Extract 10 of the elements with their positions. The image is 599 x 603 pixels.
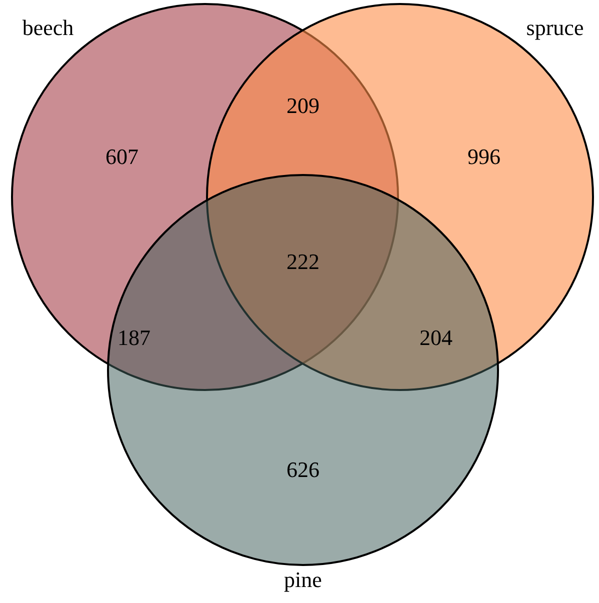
count-label: 209 [286, 94, 320, 118]
count-label: 607 [106, 145, 138, 169]
count-label: 996 [468, 145, 500, 169]
count-label: 222 [286, 250, 320, 274]
set-label: spruce [526, 16, 584, 40]
count-label: 204 [420, 326, 452, 350]
set-label: pine [284, 568, 322, 592]
set-label: beech [22, 16, 74, 40]
count-label: 626 [286, 458, 320, 482]
count-label: 187 [118, 326, 150, 350]
